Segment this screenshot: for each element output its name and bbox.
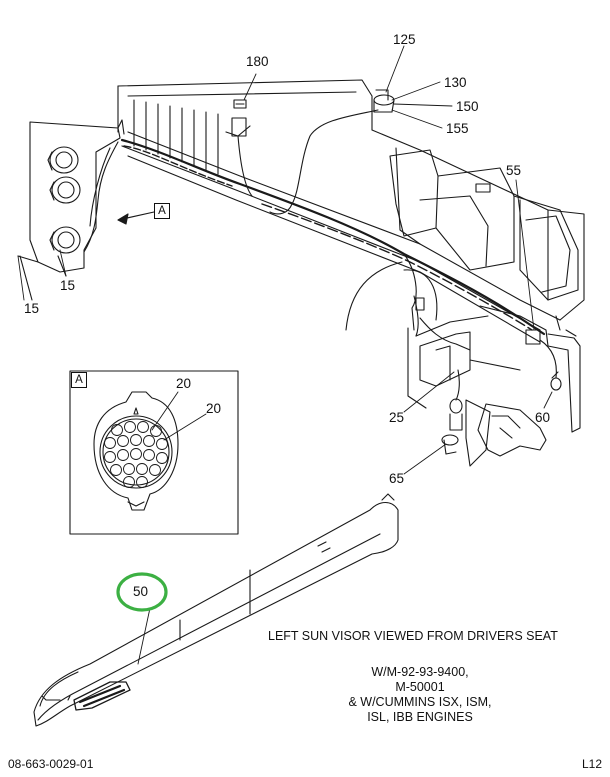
- page-code: L12: [582, 757, 603, 771]
- detail-a-box: [69, 370, 239, 535]
- callout-125: 125: [393, 32, 416, 47]
- callout-55: 55: [506, 163, 522, 178]
- callout-20-upper: 20: [176, 376, 192, 391]
- callout-60: 60: [535, 410, 551, 425]
- callout-50: 50: [133, 584, 149, 599]
- gauge-panel: [17, 119, 125, 301]
- callout-20-lower: 20: [206, 401, 222, 416]
- applicability-line-2: M-50001: [395, 680, 445, 694]
- callout-15-panel: 15: [24, 301, 40, 316]
- callout-25: 25: [389, 410, 405, 425]
- detail-marker-a: A: [71, 372, 87, 388]
- callout-155: 155: [446, 121, 469, 136]
- applicability-line-4: ISL, IBB ENGINES: [367, 710, 473, 724]
- callout-150: 150: [456, 99, 479, 114]
- callout-130: 130: [444, 75, 467, 90]
- sun-visor-drawing: [33, 493, 399, 727]
- lower-bracket: [441, 398, 547, 467]
- applicability-line-1: W/M-92-93-9400,: [371, 665, 469, 679]
- applicability-line-3: & W/CUMMINS ISX, ISM,: [348, 695, 492, 709]
- view-arrow: [117, 211, 155, 225]
- part-number: 08-663-0029-01: [8, 757, 94, 771]
- callout-65: 65: [389, 471, 405, 486]
- view-marker-a: A: [154, 203, 170, 219]
- sun-visor-note: LEFT SUN VISOR VIEWED FROM DRIVERS SEAT: [268, 629, 558, 643]
- leader-lines: [17, 45, 553, 665]
- callout-180: 180: [246, 54, 269, 69]
- dashboard-frame: [117, 79, 585, 433]
- highlight-circle: [116, 572, 168, 612]
- wiring-harness: [83, 89, 562, 401]
- callout-15-gauge: 15: [60, 278, 76, 293]
